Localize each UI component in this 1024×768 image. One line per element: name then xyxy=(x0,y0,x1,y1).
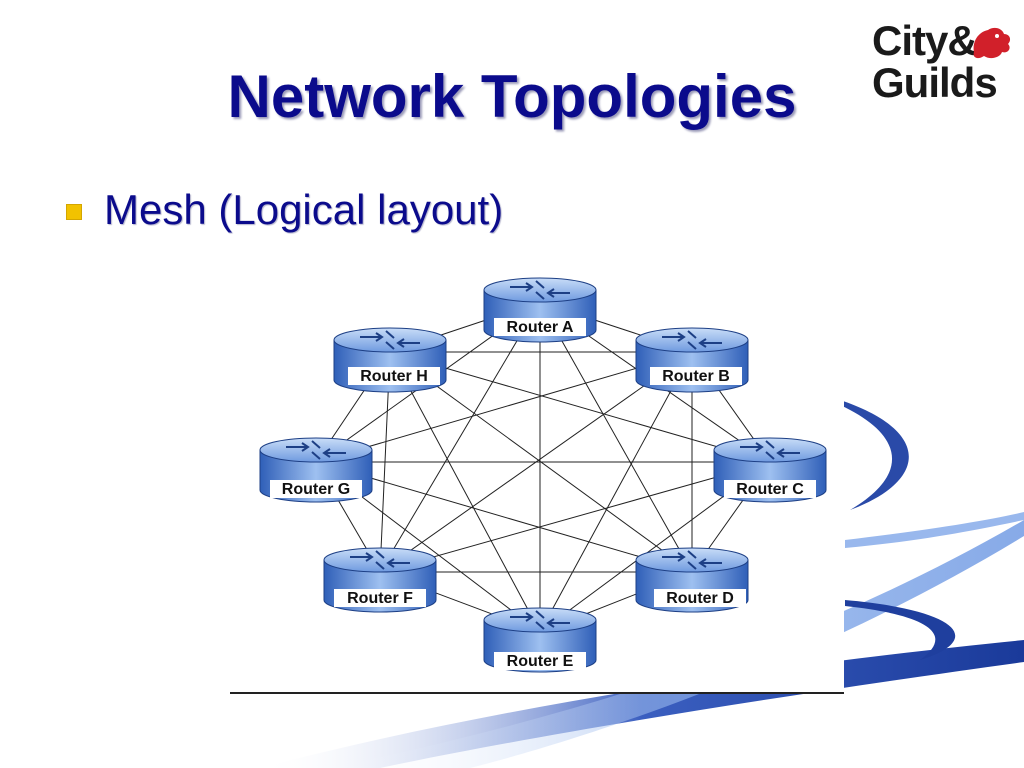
router-top xyxy=(483,277,597,303)
router-a: Router A xyxy=(483,277,597,343)
router-top xyxy=(259,437,373,463)
router-top xyxy=(713,437,827,463)
router-arrows-icon xyxy=(662,550,722,570)
slide-title-text: Network Topologies xyxy=(227,63,797,130)
link-D-G xyxy=(315,461,693,573)
slide-title: Network Topologies xyxy=(0,62,1024,131)
bullet-square-icon xyxy=(66,204,82,220)
router-top xyxy=(635,327,749,353)
link-A-F xyxy=(379,301,541,573)
mesh-diagram: Router A Router B Router C Router D Router E… xyxy=(230,244,844,694)
link-B-E xyxy=(539,351,693,633)
logo-line-2: Guilds xyxy=(872,59,998,106)
router-g: Router G xyxy=(259,437,373,503)
link-A-D xyxy=(539,301,693,573)
router-top xyxy=(333,327,447,353)
router-label-bg xyxy=(270,480,362,498)
router-label: Router E xyxy=(507,653,574,670)
router-label: Router C xyxy=(736,481,804,498)
router-label-bg xyxy=(494,318,586,336)
router-c: Router C xyxy=(713,437,827,503)
router-arrows-icon xyxy=(740,440,800,460)
router-label: Router F xyxy=(347,590,413,607)
router-label: Router A xyxy=(507,319,574,336)
router-d: Router D xyxy=(635,547,749,613)
router-label: Router G xyxy=(282,481,350,498)
bullet-text: Mesh (Logical layout) xyxy=(104,186,504,233)
router-label-bg xyxy=(654,589,746,607)
router-label: Router D xyxy=(666,590,734,607)
router-arrows-icon xyxy=(662,330,722,350)
router-label: Router H xyxy=(360,368,428,385)
router-arrows-icon xyxy=(510,610,570,630)
router-nodes: Router A Router B Router C Router D Router E… xyxy=(259,277,827,673)
router-b: Router B xyxy=(635,327,749,393)
router-label-bg xyxy=(494,652,586,670)
router-top xyxy=(635,547,749,573)
router-arrows-icon xyxy=(510,280,570,300)
router-f: Router F xyxy=(323,547,437,613)
city-guilds-logo: City& Guilds xyxy=(872,18,1012,110)
router-e: Router E xyxy=(483,607,597,673)
link-C-F xyxy=(379,461,771,573)
link-E-H xyxy=(389,351,541,633)
router-label: Router B xyxy=(662,368,730,385)
link-C-H xyxy=(389,351,771,463)
router-top xyxy=(483,607,597,633)
router-label-bg xyxy=(650,367,742,385)
link-D-H xyxy=(389,351,693,573)
router-arrows-icon xyxy=(286,440,346,460)
router-arrows-icon xyxy=(360,330,420,350)
mesh-diagram-svg: Router A Router B Router C Router D Router E… xyxy=(259,277,827,673)
router-label-bg xyxy=(348,367,440,385)
router-h: Router H xyxy=(333,327,447,393)
router-top xyxy=(323,547,437,573)
router-arrows-icon xyxy=(350,550,410,570)
logo-line-1: City& xyxy=(872,17,978,64)
router-label-bg xyxy=(334,589,426,607)
lion-icon xyxy=(973,27,1011,59)
router-label-bg xyxy=(724,480,816,498)
link-B-G xyxy=(315,351,693,463)
